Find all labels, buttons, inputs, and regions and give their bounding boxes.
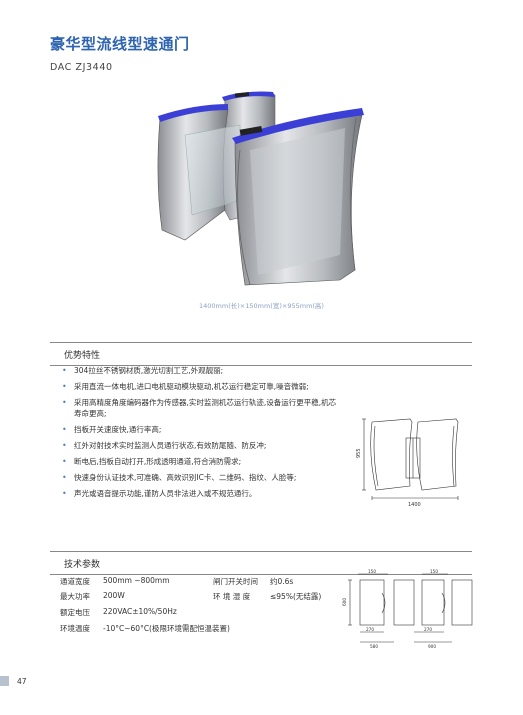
page-marker [0, 676, 9, 686]
bullet-icon: • [62, 473, 67, 482]
features-heading: 优势特性 [64, 351, 101, 361]
list-item: •快速身份认证技术,可准确、高效识别IC卡、二维码、指纹、人脸等; [62, 473, 297, 482]
bullet-icon: • [62, 366, 67, 375]
dim-bottom-left: 580 [370, 644, 378, 649]
diagram1-height-label: 955 [356, 448, 362, 458]
bullet-icon: • [62, 382, 67, 391]
dim-top-right: 150 [430, 569, 438, 574]
bullet-icon: • [62, 441, 67, 450]
top-view-diagram: 150 150 600 270 270 580 900 [342, 569, 473, 649]
page-number: 47 [17, 677, 27, 686]
dimensions-caption: 1400mm(长)×150mm(宽)×955mm(高) [199, 302, 324, 310]
list-item: •采用高精度角度编码器作为传感器,实时监测机芯运行轨迹,设备运行更平稳,机芯寿命… [62, 398, 337, 418]
list-item: •采用直流一体电机,进口电机驱动模块驱动,机芯运行稳定可靠,噪音微弱; [62, 382, 309, 391]
bullet-icon: • [62, 425, 67, 434]
dim-top-left: 150 [368, 569, 376, 574]
page-title: 豪华型流线型速通门 [50, 35, 190, 53]
front-elevation-diagram: 955 1400 [356, 418, 459, 508]
dim-side: 600 [342, 598, 347, 606]
list-item: •挡板开关速度快,通行率高; [62, 425, 162, 434]
specs-heading-bar: 技术参数 [50, 551, 472, 575]
model-number: DAC ZJ3440 [50, 62, 113, 73]
list-item: •断电后,挡板自动打开,形成透明通道,符合消防需求; [62, 457, 242, 466]
product-image [157, 91, 364, 286]
dim-mid-right: 270 [424, 627, 432, 632]
bullet-icon: • [62, 398, 67, 407]
list-item: •红外对射技术实时监测人员通行状态,有效防尾随、防反冲; [62, 441, 267, 450]
diagram1-width-label: 1400 [408, 502, 421, 508]
list-item: •声光或语音提示功能,谨防人员非法进入或不规范通行。 [62, 489, 257, 498]
bullet-icon: • [62, 489, 67, 498]
features-heading-bar: 优势特性 [50, 342, 472, 366]
specs-heading: 技术参数 [64, 560, 101, 570]
dim-mid-left: 270 [366, 627, 374, 632]
list-item: •304拉丝不锈钢材质,激光切割工艺,外观靓丽; [62, 366, 224, 375]
features-list: •304拉丝不锈钢材质,激光切割工艺,外观靓丽; •采用直流一体电机,进口电机驱… [60, 365, 340, 504]
bullet-icon: • [62, 457, 67, 466]
dim-bottom-right: 900 [428, 644, 436, 649]
